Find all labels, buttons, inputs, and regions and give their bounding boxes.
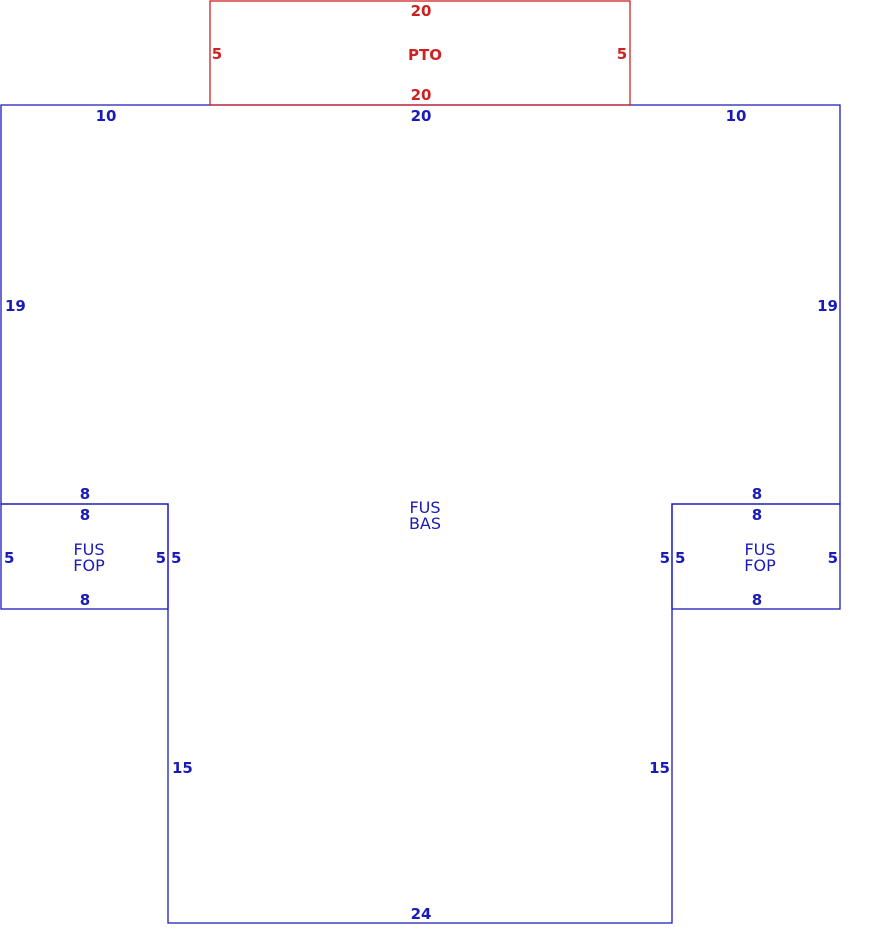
porch-outline <box>209 0 631 106</box>
left-wing-outer-dimension: 5 <box>4 549 14 567</box>
main-bottom-dimension: 24 <box>411 905 432 923</box>
right-wing-outline <box>671 503 841 610</box>
right-wing-top-dimension: 8 <box>752 506 762 524</box>
porch-right-dimension: 5 <box>617 45 627 63</box>
left-wing-top-dimension: 8 <box>80 506 90 524</box>
main-lower-left-dimension: 15 <box>172 759 193 777</box>
right-wing-outer-dimension: 5 <box>828 549 838 567</box>
porch-bottom-dimension: 20 <box>411 86 432 104</box>
left-wing-bottom-dimension: 8 <box>80 591 90 609</box>
right-wing-bottom-dimension: 8 <box>752 591 762 609</box>
left-wing-name-line2: FOP <box>73 556 105 575</box>
left-wing-inner-dimension: 5 <box>156 549 166 567</box>
right-wing-adjacent-dimension: 5 <box>660 549 670 567</box>
main-name-line1: FUS <box>409 498 440 517</box>
main-lower-right-dimension: 15 <box>649 759 670 777</box>
main-top-mid-dimension: 20 <box>411 107 432 125</box>
main-name-line2: BAS <box>409 514 441 533</box>
right-wing-name-line1: FUS <box>744 540 775 559</box>
left-wing-name-line1: FUS <box>73 540 104 559</box>
main-top-left-dimension: 10 <box>96 107 117 125</box>
left-wing-outline <box>0 503 169 610</box>
main-left-dimension: 19 <box>5 297 26 315</box>
porch-top-dimension: 20 <box>411 2 432 20</box>
main-right-step-dimension: 8 <box>752 485 762 503</box>
left-wing-adjacent-dimension: 5 <box>171 549 181 567</box>
main-right-dimension: 19 <box>817 297 838 315</box>
porch-name-label: PTO <box>408 46 442 64</box>
right-wing-inner-dimension: 5 <box>675 549 685 567</box>
main-top-right-dimension: 10 <box>726 107 747 125</box>
main-left-step-dimension: 8 <box>80 485 90 503</box>
right-wing-name-line2: FOP <box>744 556 776 575</box>
porch-left-dimension: 5 <box>212 45 222 63</box>
